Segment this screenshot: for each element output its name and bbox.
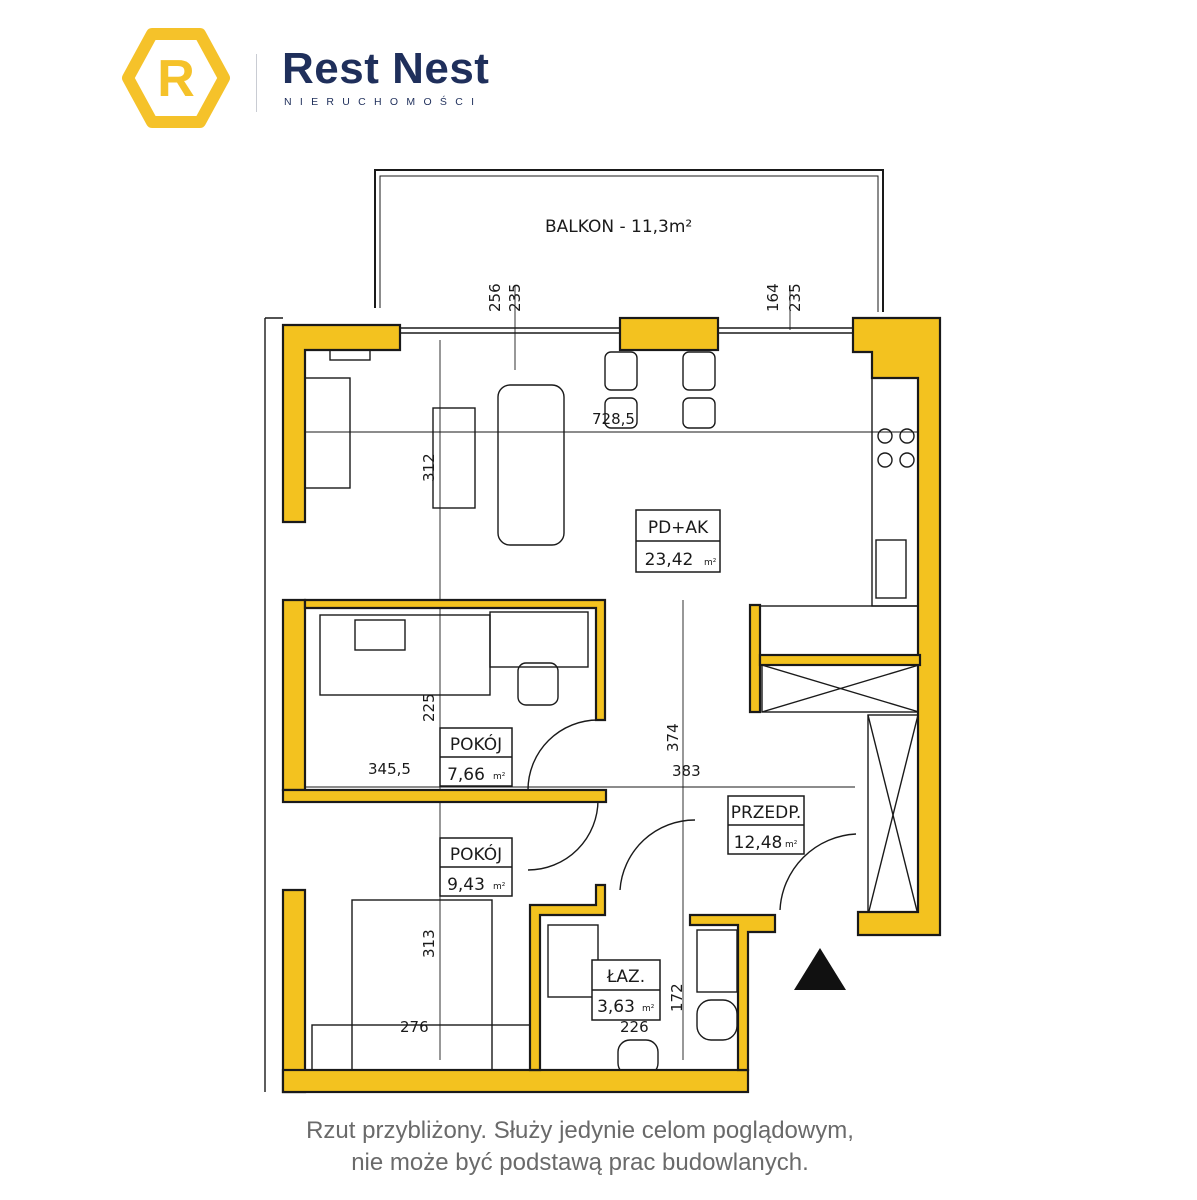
brand-divider: [256, 54, 257, 112]
dim-label: 164: [764, 283, 782, 312]
balcony-label: BALKON - 11,3m²: [545, 217, 692, 237]
brand-name: Rest Nest: [282, 44, 490, 93]
living-label: PD+AK: [648, 518, 709, 538]
disclaimer-line-1: Rzut przybliżony. Służy jedynie celom po…: [306, 1117, 854, 1144]
bath-label: ŁAZ.: [606, 967, 645, 987]
wall-room-divider: [281, 788, 608, 804]
wall-bottom: [281, 1068, 750, 1094]
living-area: 23,42: [645, 550, 694, 570]
wall-wardrobe: [758, 653, 922, 667]
triangle-up-icon: [794, 948, 846, 990]
wall-room1-left: [281, 598, 307, 792]
dim-label: 276: [400, 1018, 429, 1036]
brand-tagline: NIERUCHOMOŚCI: [284, 96, 483, 108]
dim-label: 313: [420, 929, 438, 958]
dim-label: 256: [486, 283, 504, 312]
hall-unit: m²: [785, 840, 798, 850]
bath-unit: m²: [642, 1004, 655, 1014]
wall-room1-top: [303, 598, 607, 722]
wall-kitchen: [748, 603, 762, 714]
disclaimer-line-2: nie może być podstawą prac budowlanych.: [351, 1149, 809, 1176]
room2-area: 9,43: [447, 875, 485, 895]
hall-area: 12,48: [734, 833, 783, 853]
room1-area: 7,66: [447, 765, 485, 785]
room1-unit: m²: [493, 772, 506, 782]
wall-bath-right: [688, 913, 777, 1072]
brand-logo: R Rest Nest NIERUCHOMOŚCI: [120, 26, 540, 130]
wall-bath-left: [528, 883, 607, 1072]
svg-text:R: R: [157, 50, 195, 108]
living-unit: m²: [704, 558, 717, 568]
dim-label: 172: [668, 983, 686, 1012]
hall-label: PRZEDP.: [731, 803, 802, 823]
hexagon-logo-icon: R: [122, 28, 230, 128]
floor-plan: BALKON - 11,3m² PD+AK 23,42 m² POKÓJ 7,6…: [264, 169, 942, 1094]
wall-living-top-left: [281, 323, 402, 524]
bath-area: 3,63: [597, 997, 635, 1017]
wall-right: [851, 316, 942, 937]
dim-label: 383: [672, 762, 701, 780]
wall-top-middle: [618, 316, 720, 352]
dim-label: 312: [420, 453, 438, 482]
room2-unit: m²: [493, 882, 506, 892]
dim-label: 374: [664, 723, 682, 752]
room2-label: POKÓJ: [450, 843, 502, 865]
dim-label: 345,5: [368, 760, 411, 778]
room1-label: POKÓJ: [450, 733, 502, 755]
dim-label: 235: [506, 283, 524, 312]
wall-room2-left: [281, 888, 307, 1094]
dim-label: 728,5: [592, 410, 635, 428]
dim-label: 235: [786, 283, 804, 312]
dim-label: 226: [620, 1018, 649, 1036]
dim-label: 225: [420, 693, 438, 722]
